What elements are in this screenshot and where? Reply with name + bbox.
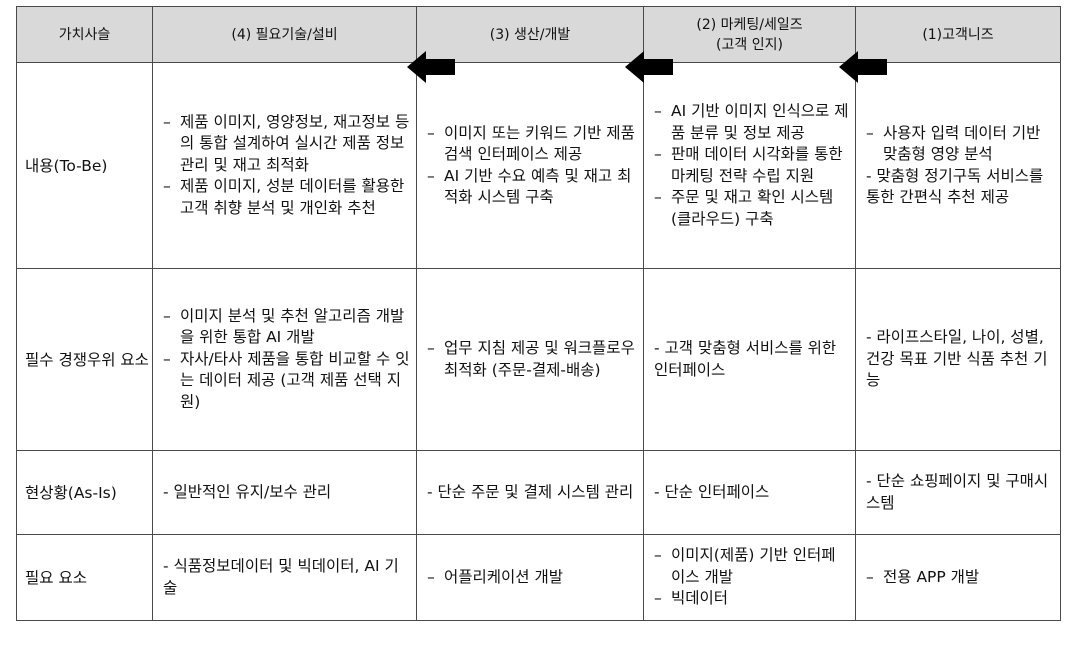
cell-item-list: 제품 이미지, 영양정보, 재고정보 등의 통합 설계하여 실시간 제품 정보 …	[153, 112, 416, 220]
value-chain-table: 가치사슬 (4) 필요기술/설비 (3) 생산/개발 (2) 마케팅/세일즈 (…	[16, 6, 1061, 621]
list-item: 제품 이미지, 영양정보, 재고정보 등의 통합 설계하여 실시간 제품 정보 …	[163, 112, 410, 177]
list-item: - 단순 주문 및 결제 시스템 관리	[427, 482, 634, 501]
row-label: 필요 요소	[16, 534, 153, 621]
cell-marketing: - 고객 맞춤형 서비스를 위한 인터페이스	[643, 268, 856, 451]
cell-item-list: 어플리케이션 개발	[417, 567, 643, 589]
list-item: 빅데이터	[654, 588, 849, 610]
header-customer-needs: (1)고객니즈	[855, 6, 1061, 63]
list-item: 이미지 분석 및 추천 알고리즘 개발을 위한 통합 AI 개발	[163, 306, 410, 349]
row-label: 현상황(As-Is)	[16, 450, 153, 535]
list-item: - 라이프스타일, 나이, 성별, 건강 목표 기반 식품 추천 기능	[866, 328, 1048, 390]
list-item: 판매 데이터 시각화를 통한 마케팅 전략 수립 지원	[654, 144, 849, 187]
cell-production: 업무 지침 제공 및 워크플로우 최적화 (주문-결제-배송)	[416, 268, 644, 451]
list-item: 이미지 또는 키워드 기반 제품 검색 인터페이스 제공	[427, 123, 637, 166]
cell-customer-needs: 전용 APP 개발	[855, 534, 1061, 621]
list-item: 어플리케이션 개발	[427, 567, 637, 589]
list-item: - 단순 인터페이스	[654, 482, 770, 501]
arrow-left-icon	[839, 51, 887, 83]
cell-tech-equipment: 제품 이미지, 영양정보, 재고정보 등의 통합 설계하여 실시간 제품 정보 …	[152, 62, 417, 269]
cell-item-list: 이미지 분석 및 추천 알고리즘 개발을 위한 통합 AI 개발자사/타사 제품…	[153, 306, 416, 414]
cell-item-list: AI 기반 이미지 인식으로 제품 분류 및 정보 제공판매 데이터 시각화를 …	[644, 101, 855, 230]
cell-customer-needs: - 단순 쇼핑페이지 및 구매시스템	[855, 450, 1061, 535]
cell-customer-needs: - 라이프스타일, 나이, 성별, 건강 목표 기반 식품 추천 기능	[855, 268, 1061, 451]
cell-tech-equipment: - 식품정보데이터 및 빅데이터, AI 기술	[152, 534, 417, 621]
header-marketing-title: (2) 마케팅/세일즈	[696, 16, 803, 33]
header-marketing: (2) 마케팅/세일즈 (고객 인지)	[643, 6, 856, 63]
list-item: - 고객 맞춤형 서비스를 위한 인터페이스	[654, 339, 837, 379]
list-item: - 단순 쇼핑페이지 및 구매시스템	[866, 472, 1049, 512]
cell-marketing: AI 기반 이미지 인식으로 제품 분류 및 정보 제공판매 데이터 시각화를 …	[643, 62, 856, 269]
table-row: 필요 요소- 식품정보데이터 및 빅데이터, AI 기술 어플리케이션 개발 이미지…	[16, 534, 1061, 621]
list-item: 자사/타사 제품을 통합 비교할 수 잇는 데이터 제공 (고객 제품 선택 지…	[163, 349, 410, 414]
cell-marketing: 이미지(제품) 기반 인터페이스 개발빅데이터	[643, 534, 856, 621]
cell-item-list: - 고객 맞춤형 서비스를 위한 인터페이스	[644, 338, 855, 381]
list-item: 업무 지침 제공 및 워크플로우 최적화 (주문-결제-배송)	[427, 338, 637, 381]
table-row: 현상황(As-Is) - 일반적인 유지/보수 관리 - 단순 주문 및 결제 시스…	[16, 450, 1061, 535]
cell-item-list: - 라이프스타일, 나이, 성별, 건강 목표 기반 식품 추천 기능	[856, 327, 1060, 392]
cell-item-list: 전용 APP 개발	[856, 567, 1060, 589]
cell-item-list: - 식품정보데이터 및 빅데이터, AI 기술	[153, 556, 416, 599]
list-item: - 일반적인 유지/보수 관리	[163, 482, 332, 501]
cell-item-list: 업무 지침 제공 및 워크플로우 최적화 (주문-결제-배송)	[417, 338, 643, 381]
cell-item-list: - 단순 주문 및 결제 시스템 관리	[417, 482, 643, 504]
value-chain-table-wrapper: 가치사슬 (4) 필요기술/설비 (3) 생산/개발 (2) 마케팅/세일즈 (…	[16, 6, 1061, 621]
arrow-left-icon	[407, 51, 455, 83]
list-item: AI 기반 수요 예측 및 재고 최적화 시스템 구축	[427, 166, 637, 209]
cell-tech-equipment: - 일반적인 유지/보수 관리	[152, 450, 417, 535]
cell-production: 이미지 또는 키워드 기반 제품 검색 인터페이스 제공AI 기반 수요 예측 …	[416, 62, 644, 269]
cell-item-list: - 단순 쇼핑페이지 및 구매시스템	[856, 471, 1060, 514]
header-value-chain: 가치사슬	[16, 6, 153, 63]
header-marketing-subtitle: (고객 인지)	[716, 36, 783, 53]
cell-item-list: 이미지 또는 키워드 기반 제품 검색 인터페이스 제공AI 기반 수요 예측 …	[417, 123, 643, 209]
list-item: 제품 이미지, 성분 데이터를 활용한 고객 취향 분석 및 개인화 추천	[163, 176, 410, 219]
arrow-left-icon	[625, 51, 673, 83]
header-tech-equipment: (4) 필요기술/설비	[152, 6, 417, 63]
list-item: 이미지(제품) 기반 인터페이스 개발	[654, 545, 849, 588]
row-label: 내용(To-Be)	[16, 62, 153, 269]
header-production: (3) 생산/개발	[416, 6, 644, 63]
cell-item-list: - 단순 인터페이스	[644, 482, 855, 504]
list-item: 전용 APP 개발	[866, 567, 1054, 589]
cell-tech-equipment: 이미지 분석 및 추천 알고리즘 개발을 위한 통합 AI 개발자사/타사 제품…	[152, 268, 417, 451]
table-row: 필수 경쟁우위 요소이미지 분석 및 추천 알고리즘 개발을 위한 통합 AI …	[16, 268, 1061, 451]
cell-marketing: - 단순 인터페이스	[643, 450, 856, 535]
list-item: 주문 및 재고 확인 시스템(클라우드) 구축	[654, 187, 849, 230]
cell-production: - 단순 주문 및 결제 시스템 관리	[416, 450, 644, 535]
list-item: - 맞춤형 정기구독 서비스를 통한 간편식 추천 제공	[866, 166, 1044, 207]
row-label: 필수 경쟁우위 요소	[16, 268, 153, 451]
cell-item-list: 사용자 입력 데이터 기반 맞춤형 영양 분석- 맞춤형 정기구독 서비스를 통…	[856, 123, 1060, 209]
cell-customer-needs: 사용자 입력 데이터 기반 맞춤형 영양 분석- 맞춤형 정기구독 서비스를 통…	[855, 62, 1061, 269]
list-item: 사용자 입력 데이터 기반 맞춤형 영양 분석	[866, 123, 1054, 166]
cell-item-list: - 일반적인 유지/보수 관리	[153, 482, 416, 504]
header-row: 가치사슬 (4) 필요기술/설비 (3) 생산/개발 (2) 마케팅/세일즈 (…	[16, 6, 1061, 63]
table-row: 내용(To-Be)제품 이미지, 영양정보, 재고정보 등의 통합 설계하여 실…	[16, 62, 1061, 269]
cell-production: 어플리케이션 개발	[416, 534, 644, 621]
cell-item-list: 이미지(제품) 기반 인터페이스 개발빅데이터	[644, 545, 855, 610]
list-item: AI 기반 이미지 인식으로 제품 분류 및 정보 제공	[654, 101, 849, 144]
list-item: - 식품정보데이터 및 빅데이터, AI 기술	[163, 557, 399, 597]
